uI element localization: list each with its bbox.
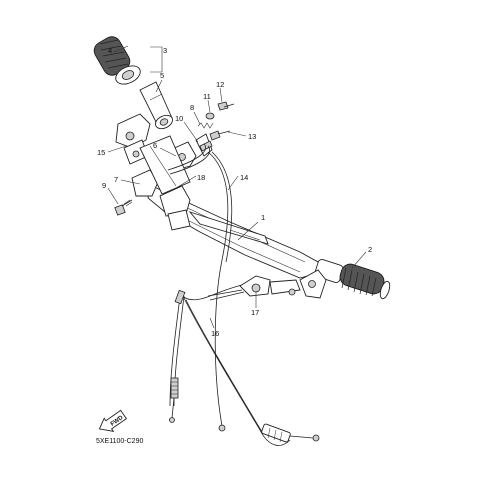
callout-4: 4	[108, 46, 112, 55]
cable-adjuster-parts	[195, 101, 235, 157]
callout-14: 14	[240, 173, 248, 182]
callout-13: 13	[248, 132, 256, 141]
throttle-cable-14	[207, 151, 233, 432]
callout-5: 5	[160, 71, 164, 80]
callout-2: 2	[368, 245, 372, 254]
callout-labels: 1 2 3 4 5 6 7 8 9 10 11 12 13 14 15 16 1…	[97, 46, 372, 338]
diagram-code: 5XE1100-C290	[96, 438, 143, 445]
throttle-housing	[115, 113, 151, 165]
callout-15: 15	[97, 148, 105, 157]
callout-8: 8	[190, 103, 194, 112]
callout-17: 17	[251, 308, 259, 317]
leader-lines	[107, 45, 367, 329]
fwd-arrow-icon: FWD	[98, 409, 128, 433]
callout-6: 6	[153, 141, 157, 150]
throttle-tube	[139, 81, 173, 130]
callout-1: 1	[261, 213, 265, 222]
handlebar	[147, 184, 323, 279]
callout-7: 7	[114, 175, 118, 184]
callout-3: 3	[163, 46, 167, 55]
holder-bolt	[114, 199, 133, 216]
left-grip	[93, 36, 141, 85]
callout-12: 12	[216, 80, 224, 89]
handlebar-holder	[131, 135, 191, 231]
callout-10: 10	[175, 114, 183, 123]
clutch-cable-16	[169, 281, 320, 446]
callout-18: 18	[197, 173, 205, 182]
callout-11: 11	[203, 92, 211, 101]
callout-9: 9	[102, 181, 106, 190]
right-grip	[314, 259, 391, 300]
throttle-cable-18	[167, 143, 210, 175]
clutch-lever-assembly	[207, 269, 327, 301]
callout-16: 16	[211, 329, 219, 338]
